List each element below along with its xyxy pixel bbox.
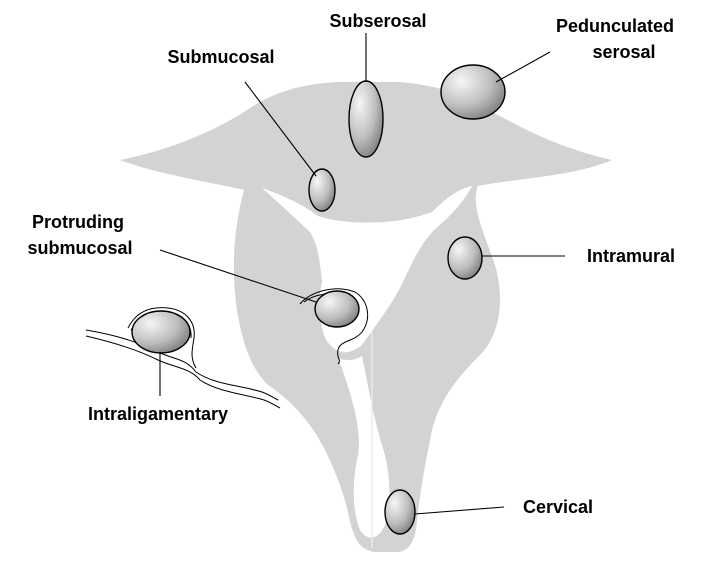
- fibroid-cervical: [385, 490, 415, 534]
- label-protruding-line2: submucosal: [27, 238, 132, 258]
- fibroid-submucosal: [309, 169, 335, 211]
- label-submucosal: Submucosal: [167, 47, 274, 67]
- label-intramural: Intramural: [587, 246, 675, 266]
- fibroid-intramural: [448, 237, 482, 279]
- label-intraligamentary: Intraligamentary: [88, 404, 228, 424]
- label-pedunculated-line1: Pedunculated: [556, 16, 674, 36]
- label-protruding-line1: Protruding: [32, 212, 124, 232]
- fibroid-subserosal: [349, 81, 383, 157]
- fibroid-protruding-submucosal: [315, 291, 359, 327]
- label-cervical: Cervical: [523, 497, 593, 517]
- label-subserosal: Subserosal: [329, 11, 426, 31]
- fibroid-pedunculated-serosal: [441, 65, 505, 119]
- leader-cervical: [415, 507, 504, 514]
- label-pedunculated-line2: serosal: [592, 42, 655, 62]
- fibroid-intraligamentary: [132, 311, 190, 353]
- leader-pedunculated: [496, 52, 550, 82]
